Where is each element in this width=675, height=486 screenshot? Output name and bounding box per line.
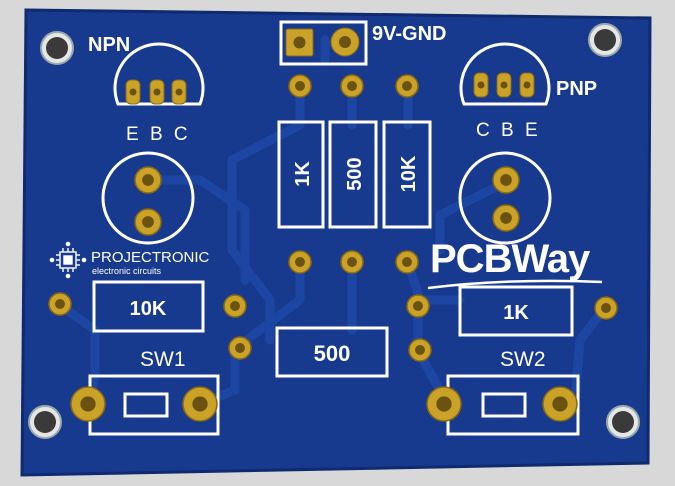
pad-hole	[142, 216, 154, 228]
mounting-holes	[28, 23, 640, 439]
r-500-vertical-label: 500	[344, 157, 366, 190]
pad-hole	[347, 81, 357, 91]
r-10k-vertical-label: 10K	[398, 155, 420, 192]
pad-hole	[436, 396, 452, 412]
pcb-board	[20, 8, 652, 477]
pad-hole	[295, 81, 305, 91]
power-label: 9V-GND	[372, 23, 446, 45]
npn-pins-label: E B C	[126, 124, 191, 145]
pad-hole	[192, 396, 208, 412]
silkscreen-text: NPN E B C PNP C B E 9V-GND 1K 500 10K 10…	[88, 23, 597, 371]
sw2-label: SW2	[500, 348, 546, 371]
resistor-10k-vertical-outline	[382, 120, 432, 229]
projectronic-title: PROJECTRONIC	[91, 249, 210, 266]
projectronic-logo	[49, 241, 87, 279]
pnp-outline	[459, 42, 551, 106]
npn-label: NPN	[88, 34, 130, 56]
r-500-label: 500	[314, 341, 351, 366]
power-header-outline	[279, 20, 368, 66]
pnp-pins-label: C B E	[476, 120, 541, 141]
npn-outline	[113, 42, 205, 106]
resistor-10k-outline	[92, 280, 205, 333]
pad-hole	[601, 303, 611, 313]
pad-hole	[235, 343, 245, 353]
resistor-1k-vertical-outline	[277, 120, 325, 229]
pad-hole	[500, 174, 512, 186]
pnp-pads	[473, 72, 535, 98]
pad-hole	[402, 81, 412, 91]
sw1-button	[123, 392, 169, 418]
r-1k-label: 1K	[503, 302, 529, 324]
pad-hole	[500, 212, 512, 224]
chip-icon	[49, 241, 87, 279]
pad-hole	[142, 174, 154, 186]
r-1k-vertical-label: 1K	[292, 161, 314, 187]
resistor-500-vertical-outline	[328, 120, 378, 229]
silkscreen-outlines	[88, 20, 580, 436]
pad-hole	[295, 257, 305, 267]
capacitor-right-outline	[458, 151, 552, 245]
pad-hole	[347, 257, 357, 267]
resistor-500-outline	[275, 326, 389, 378]
npn-pads	[125, 79, 187, 105]
projectronic-subtitle: electronic circuits	[92, 266, 162, 276]
sw1-label: SW1	[140, 348, 186, 371]
pnp-label: PNP	[556, 78, 597, 100]
pad-hole	[415, 345, 425, 355]
pad-hole	[402, 257, 412, 267]
sw2-button	[481, 392, 527, 418]
pad-hole	[230, 301, 240, 311]
pcbway-logo: PCBWay	[430, 237, 591, 281]
pad-hole	[552, 396, 568, 412]
resistor-1k-outline	[458, 285, 574, 337]
pad-hole	[413, 301, 423, 311]
pad-hole	[80, 396, 96, 412]
r-10k-label: 10K	[130, 298, 167, 320]
pads	[48, 27, 618, 422]
capacitor-left-outline	[101, 151, 195, 245]
pcbway-swoosh	[427, 279, 603, 290]
pad-hole	[55, 299, 65, 309]
